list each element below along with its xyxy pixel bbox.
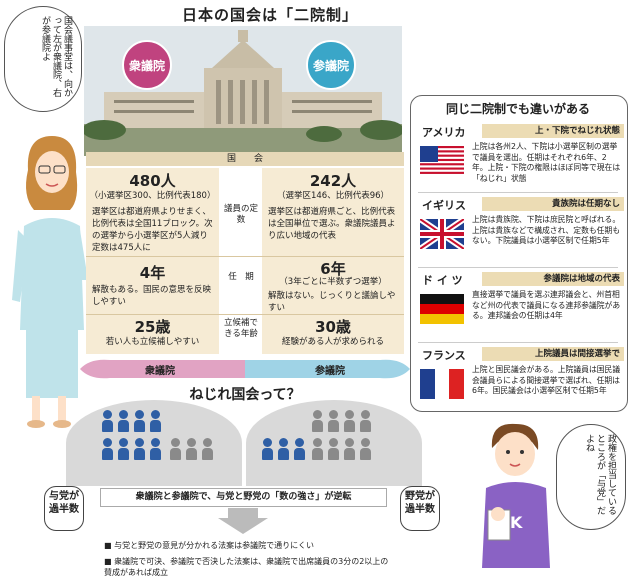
sangiin-seats: 242人 xyxy=(309,172,357,190)
shugiin-panel xyxy=(86,168,219,354)
svg-text:K: K xyxy=(510,513,523,532)
sangiin-term: 6年 xyxy=(320,260,346,278)
country-tag: 上・下院でねじれ状態 xyxy=(482,124,624,138)
note-1: ■ 与党と野党の意見が分かれる法案は参議院で通りにくい xyxy=(104,541,314,550)
country-divider xyxy=(418,267,618,268)
yato-member-icon xyxy=(360,438,371,460)
shugiin-term-detail: 解散もある。国民の意思を反映しやすい xyxy=(92,285,212,307)
yato-member-icon xyxy=(186,438,197,460)
sangiin-seats-detail: 選挙区は都道府県ごと、比例代表は全国単位で選ぶ。衆議院議員より広い地域の代表 xyxy=(268,207,396,241)
country-text: 上院と国民議会がある。上院議員は国民議会議員らによる間接選挙で選ばれ、任期は6年… xyxy=(472,365,621,395)
sangiin-panel xyxy=(262,168,404,354)
speech-bubble-right xyxy=(556,424,626,530)
yoto-member-icon xyxy=(102,410,113,432)
speech-text-left: 国会議事堂は、向かって左が衆議院、右が参議院よ xyxy=(40,16,72,97)
yoto-member-icon xyxy=(150,438,161,460)
reversal-caption: 衆議院と参議院で、与党と野党の「数の強さ」が逆転 xyxy=(100,488,387,507)
yoto-member-icon xyxy=(262,438,273,460)
down-arrow-icon xyxy=(218,508,268,534)
france-flag-icon xyxy=(420,369,464,399)
usa-flag-icon xyxy=(420,146,464,176)
woman-illustration xyxy=(12,136,88,428)
yoto-member-icon xyxy=(294,438,305,460)
row-divider xyxy=(86,256,404,257)
country-divider xyxy=(418,192,618,193)
page-title: 日本の国会は「二院制」 xyxy=(181,6,358,24)
shugiin-seats-detail: 選挙区は都道府県よりせまく、比例代表は全国11ブロック。次の選挙から小選挙区が5… xyxy=(92,207,213,253)
shugiin-age: 25歳 xyxy=(134,318,171,336)
note-2: ■ 衆議院で可決、参議院で否決した法案は、衆議院で出席議員の3分の2以上の賛成が… xyxy=(104,557,389,577)
shugiin-bubble: 衆議院 xyxy=(122,40,172,90)
speech-bubble-left xyxy=(4,6,82,112)
boy-illustration: K xyxy=(482,423,550,568)
country-text: 上院は貴族院、下院は庶民院と呼ばれる。上院は貴族などで構成され、定数も任期もない… xyxy=(472,215,621,245)
row-divider xyxy=(86,314,404,315)
country-divider xyxy=(418,342,618,343)
country-tag: 参議院は地域の代表 xyxy=(482,272,624,286)
germany-flag-icon xyxy=(420,294,464,324)
yato-member-icon xyxy=(202,438,213,460)
country-name: イギリス xyxy=(422,199,466,212)
yoto-member-icon xyxy=(102,438,113,460)
row-label-ninki: 任 期 xyxy=(228,272,254,282)
row-label-age: 立候補できる年齢 xyxy=(223,318,258,339)
nejire-title: ねじれ国会って？ xyxy=(189,387,301,403)
country-text: 直接選挙で議員を選ぶ連邦議会と、州首相など州の代表で議員になる連邦参議院がある。… xyxy=(472,290,621,320)
shugiin-age-detail: 若い人も立候補しやすい xyxy=(105,337,200,347)
comparison-title: 同じ二院制でも違いがある xyxy=(445,102,590,116)
yato-member-icon xyxy=(328,410,339,432)
ribbon-shugiin-label: 衆議院 xyxy=(145,366,175,377)
sangiin-bubble: 参議院 xyxy=(306,40,356,90)
shugiin-seats-breakdown: （小選挙区300、比例代表180） xyxy=(89,191,216,201)
row-label-teiin: 議員の定数 xyxy=(223,204,258,225)
yato-member-icon xyxy=(328,438,339,460)
country-name: アメリカ xyxy=(422,126,466,139)
yato-majority-tag: 野党が過半数 xyxy=(400,486,440,531)
uk-flag-icon xyxy=(420,219,464,249)
yato-member-icon xyxy=(312,438,323,460)
ribbon-sangiin-label: 参議院 xyxy=(315,366,345,377)
yato-member-icon xyxy=(344,410,355,432)
yato-member-icon xyxy=(170,438,181,460)
yato-member-icon xyxy=(360,410,371,432)
middle-column xyxy=(219,168,262,354)
sangiin-seats-breakdown: （選挙区146、比例代表96） xyxy=(276,191,390,201)
yato-member-icon xyxy=(344,438,355,460)
sangiin-age: 30歳 xyxy=(315,318,351,336)
country-name: フランス xyxy=(422,349,466,362)
country-text: 上院は各州2人、下院は小選挙区制の選挙で議員を選出。任期はそれぞれ6年、2年。上… xyxy=(472,142,621,183)
country-tag: 貴族院は任期なし xyxy=(482,197,624,211)
sangiin-term-detail: 解散はない。じっくりと議論しやすい xyxy=(268,291,396,313)
speech-text-right: 政権を担当しているところが「与党」だよね xyxy=(584,434,616,515)
kokkai-label: 国 会 xyxy=(86,152,404,166)
yoto-member-icon xyxy=(118,438,129,460)
country-name: ド イ ツ xyxy=(422,274,463,287)
yoto-member-icon xyxy=(118,410,129,432)
yoto-majority-tag: 与党が過半数 xyxy=(44,486,84,531)
house-ribbon xyxy=(80,359,410,379)
sangiin-age-detail: 経験がある人が求められる xyxy=(281,337,384,347)
yoto-member-icon xyxy=(150,410,161,432)
yoto-member-icon xyxy=(278,438,289,460)
yoto-member-icon xyxy=(134,438,145,460)
shugiin-seats: 480人 xyxy=(129,172,176,190)
yato-member-icon xyxy=(312,410,323,432)
shugiin-term: 4年 xyxy=(139,264,166,282)
sangiin-term-sub: （3年ごとに半数ずつ選挙） xyxy=(279,277,387,287)
yoto-member-icon xyxy=(134,410,145,432)
country-tag: 上院議員は間接選挙で xyxy=(482,347,624,361)
